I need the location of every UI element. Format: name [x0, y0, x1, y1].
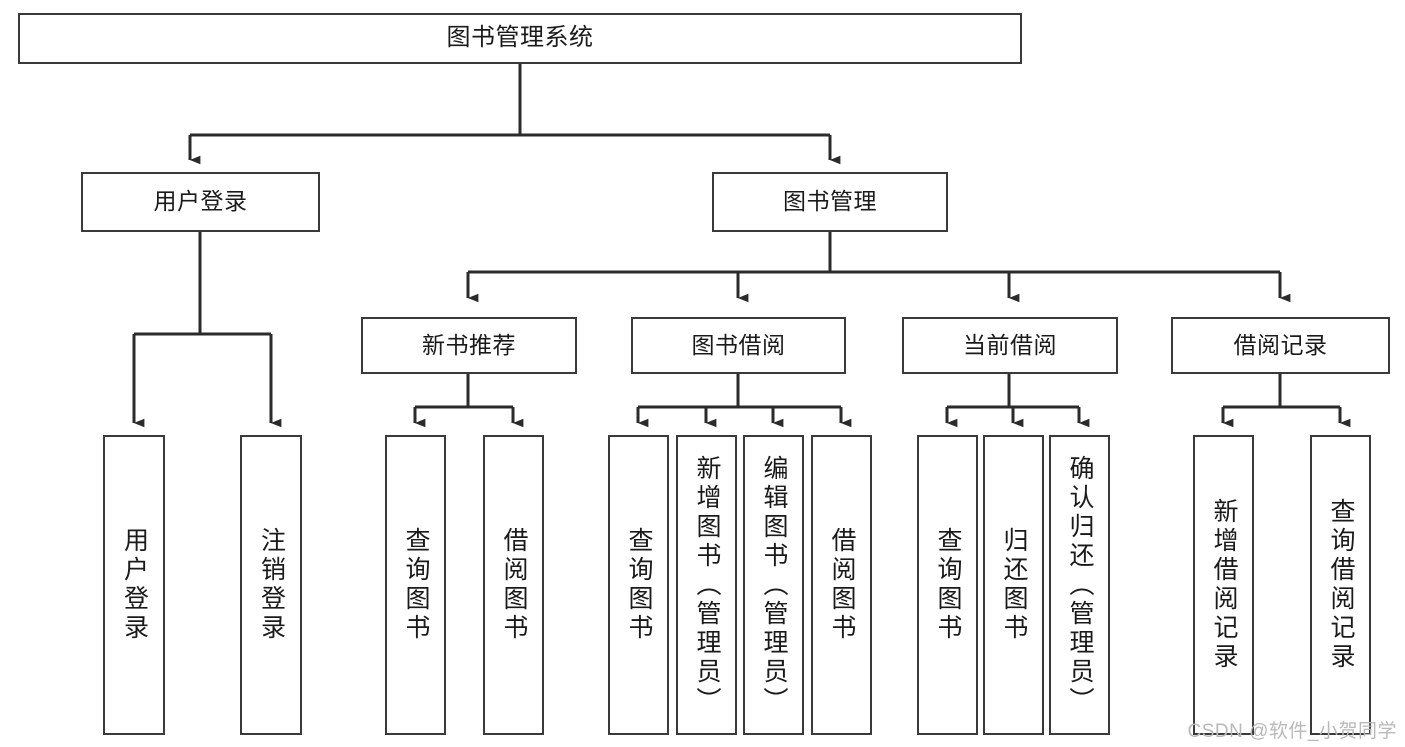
- node-leaf-add-book[interactable]: 新增图书（管理员）: [676, 435, 737, 735]
- node-new-book-recommend-label: 新书推荐: [422, 331, 516, 358]
- node-leaf-query-book-current-label: 查询图书: [934, 527, 962, 643]
- node-leaf-edit-book-label: 编辑图书（管理员）: [760, 454, 788, 716]
- node-user-login-label: 用户登录: [153, 188, 248, 215]
- node-current-borrow[interactable]: 当前借阅: [902, 317, 1118, 374]
- node-leaf-confirm-return-label: 确认归还（管理员）: [1066, 454, 1094, 716]
- node-leaf-query-book-rec[interactable]: 查询图书: [385, 435, 446, 735]
- node-root-label: 图书管理系统: [446, 24, 594, 52]
- node-leaf-query-book-rec-label: 查询图书: [402, 527, 430, 643]
- node-leaf-query-book-borrow-label: 查询图书: [625, 527, 653, 643]
- node-leaf-query-book-borrow[interactable]: 查询图书: [608, 435, 669, 735]
- node-leaf-edit-book[interactable]: 编辑图书（管理员）: [743, 435, 804, 735]
- node-leaf-return-book-label: 归还图书: [1000, 527, 1028, 643]
- node-book-borrow-label: 图书借阅: [691, 331, 786, 358]
- node-user-login[interactable]: 用户登录: [81, 172, 320, 232]
- node-leaf-add-book-label: 新增图书（管理员）: [693, 454, 721, 716]
- node-leaf-user-login-label: 用户登录: [120, 527, 149, 643]
- node-borrow-record[interactable]: 借阅记录: [1171, 317, 1390, 374]
- node-leaf-confirm-return[interactable]: 确认归还（管理员）: [1049, 435, 1110, 735]
- node-current-borrow-label: 当前借阅: [963, 331, 1057, 358]
- node-leaf-logout-login[interactable]: 注销登录: [240, 435, 302, 735]
- node-root[interactable]: 图书管理系统: [18, 13, 1022, 64]
- node-leaf-user-login[interactable]: 用户登录: [103, 435, 165, 735]
- node-new-book-recommend[interactable]: 新书推荐: [361, 317, 577, 374]
- node-leaf-query-record-label: 查询借阅记录: [1327, 498, 1355, 672]
- node-leaf-query-book-current[interactable]: 查询图书: [917, 435, 978, 735]
- node-leaf-query-record[interactable]: 查询借阅记录: [1310, 435, 1371, 735]
- node-leaf-add-record[interactable]: 新增借阅记录: [1193, 435, 1254, 735]
- node-book-manage[interactable]: 图书管理: [712, 172, 948, 232]
- node-book-borrow[interactable]: 图书借阅: [631, 317, 846, 374]
- node-leaf-return-book[interactable]: 归还图书: [983, 435, 1044, 735]
- node-leaf-borrow-book-label: 借阅图书: [828, 527, 856, 643]
- node-leaf-borrow-book[interactable]: 借阅图书: [811, 435, 872, 735]
- node-leaf-add-record-label: 新增借阅记录: [1210, 498, 1238, 672]
- node-leaf-borrow-book-rec[interactable]: 借阅图书: [483, 435, 544, 735]
- csdn-watermark: CSDN @软件_小贺同学: [1187, 721, 1397, 742]
- node-book-manage-label: 图书管理: [783, 188, 877, 215]
- node-borrow-record-label: 借阅记录: [1233, 331, 1328, 358]
- node-leaf-logout-login-label: 注销登录: [257, 527, 286, 643]
- node-leaf-borrow-book-rec-label: 借阅图书: [500, 527, 528, 643]
